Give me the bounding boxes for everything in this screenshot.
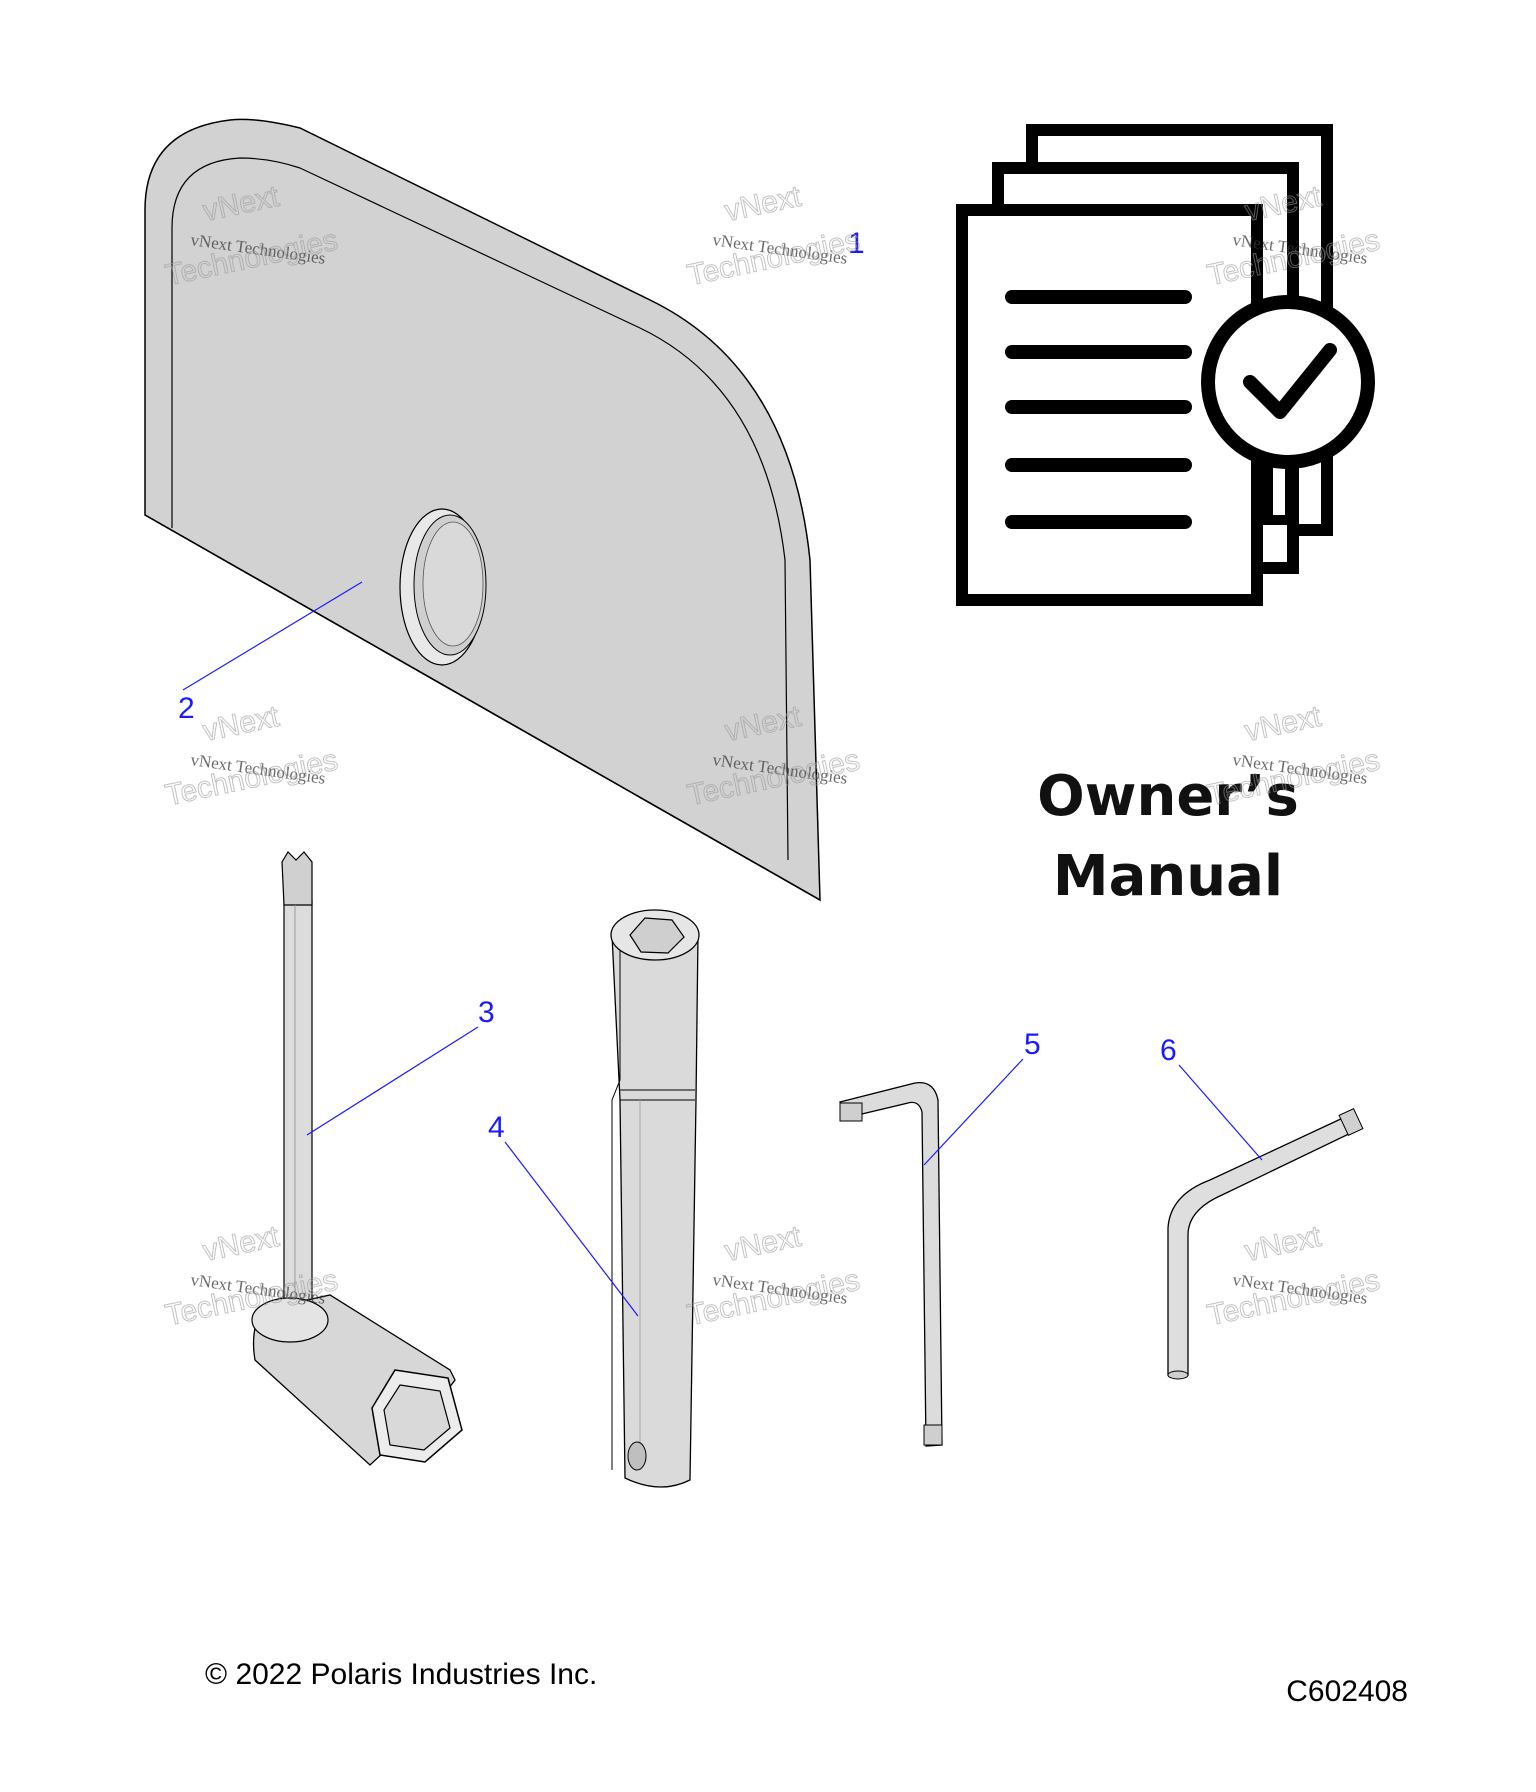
svg-text:Technologies: Technologies (685, 1264, 863, 1333)
leader-line-4 (504, 1141, 639, 1317)
manual-title-line1: Owner’s (1037, 764, 1299, 829)
leader-lines (182, 581, 1263, 1317)
svg-text:vNext: vNext (722, 180, 805, 228)
leader-line-5 (923, 1058, 1024, 1166)
manual-title-line2: Manual (1053, 844, 1283, 909)
watermark: vNext Technologies vNext Technologies (684, 1219, 863, 1333)
watermark: vNext Technologies vNext Technologies (684, 179, 863, 293)
leader-line-3 (306, 1026, 479, 1136)
tool-pouch-part (144, 118, 821, 902)
callout-5: 5 (1024, 1028, 1041, 1061)
torx-l-key-part (839, 1081, 943, 1447)
drawing-code: C602408 (1286, 1675, 1408, 1708)
svg-text:Technologies: Technologies (1205, 1264, 1383, 1333)
leader-line-2 (182, 581, 363, 691)
copyright-notice: © 2022 Polaris Industries Inc. (205, 1658, 598, 1691)
svg-text:Technologies: Technologies (163, 744, 341, 813)
svg-text:vNext: vNext (200, 1220, 283, 1268)
svg-text:vNext: vNext (200, 700, 283, 748)
callout-4: 4 (488, 1111, 505, 1144)
callout-3: 3 (478, 996, 495, 1029)
owners-manual-icon: Owner’s Manual (956, 124, 1375, 909)
t-handle-wrench-part (251, 851, 463, 1466)
svg-text:vNext: vNext (1242, 700, 1325, 748)
socket-tube-wrench-part (610, 909, 700, 1488)
callout-6: 6 (1160, 1034, 1177, 1067)
leader-line-6 (1178, 1064, 1263, 1161)
svg-text:vNext: vNext (1242, 1220, 1325, 1268)
watermark: vNext Technologies vNext Technologies (1204, 1219, 1383, 1333)
svg-text:Technologies: Technologies (685, 224, 863, 293)
callout-2: 2 (178, 692, 195, 725)
callout-1: 1 (848, 227, 865, 260)
svg-text:vNext: vNext (722, 1220, 805, 1268)
hex-l-key-part (1167, 1107, 1364, 1380)
